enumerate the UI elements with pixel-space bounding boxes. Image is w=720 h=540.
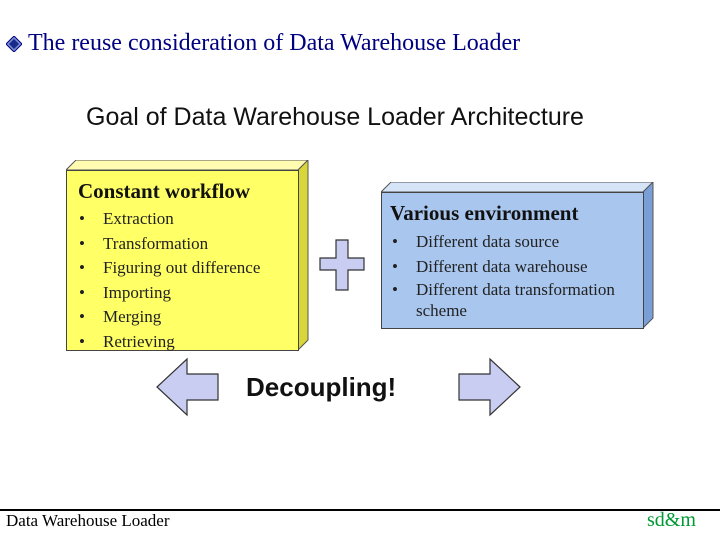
list-item: Transformation [77, 232, 260, 257]
slide-title: The reuse consideration of Data Warehous… [28, 30, 521, 56]
constant-workflow-panel: Constant workflow Extraction Transformat… [66, 170, 299, 354]
right-arrow-icon [458, 357, 521, 417]
decoupling-label: Decoupling! [246, 372, 397, 402]
list-item: Different data source [390, 230, 615, 255]
list-item-continuation: scheme [416, 301, 467, 320]
footer-left-text: Data Warehouse Loader [6, 511, 170, 530]
left-arrow-icon [156, 357, 219, 417]
diamond-bullet-icon [6, 35, 22, 52]
constant-workflow-title: Constant workflow [78, 179, 251, 203]
list-item: Figuring out difference [77, 256, 260, 281]
list-item: Importing [77, 281, 260, 306]
footer-logo-text: sd&m [647, 509, 696, 531]
various-environment-panel: Various environment Different data sourc… [381, 192, 644, 329]
list-item: Extraction [77, 207, 260, 232]
list-item: Merging [77, 305, 260, 330]
diagram-heading: Goal of Data Warehouse Loader Architectu… [86, 103, 584, 131]
slide-title-row: The reuse consideration of Data Warehous… [6, 30, 520, 57]
various-environment-title: Various environment [390, 201, 579, 225]
plus-icon [319, 239, 365, 291]
footer-divider [0, 509, 720, 511]
list-item: Different data transformation scheme [390, 279, 615, 321]
list-item-text: Different data transformation [416, 280, 615, 299]
list-item: Different data warehouse [390, 255, 615, 280]
various-environment-list: Different data source Different data war… [390, 230, 615, 321]
list-item: Retrieving [77, 330, 260, 355]
constant-workflow-list: Extraction Transformation Figuring out d… [77, 207, 260, 354]
